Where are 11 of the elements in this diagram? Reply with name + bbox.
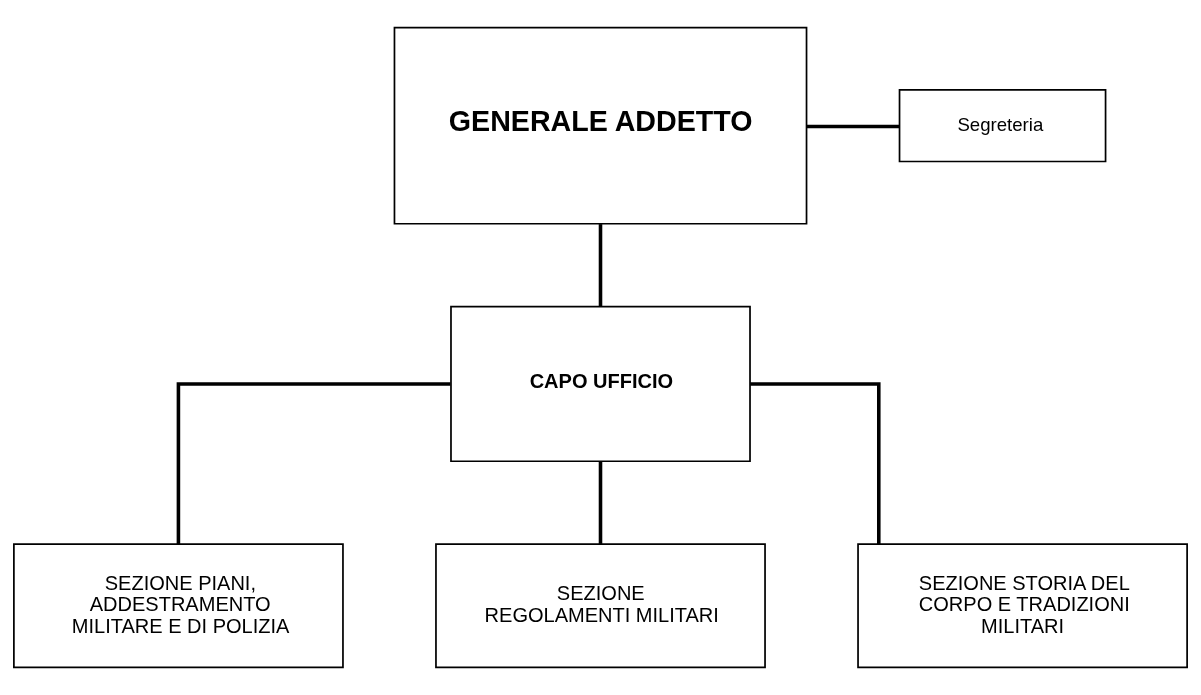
connector: [598, 461, 603, 544]
connector: [750, 382, 881, 544]
connector: [806, 124, 900, 129]
node-box: SEZIONE STORIA DEL CORPO E TRADIZIONI MILITARI: [857, 543, 1188, 669]
connector: [598, 224, 603, 307]
node-box: GENERALE ADDETTO: [393, 26, 808, 225]
node-box: SEZIONE REGOLAMENTI MILITARI: [435, 543, 766, 669]
node-box: SEZIONE PIANI, ADDESTRAMENTO MILITARE E DI POLIZIA: [13, 543, 344, 669]
connector: [176, 382, 451, 544]
node-box: Segreteria: [898, 89, 1107, 163]
node-box: CAPO UFFICIO: [450, 305, 751, 463]
